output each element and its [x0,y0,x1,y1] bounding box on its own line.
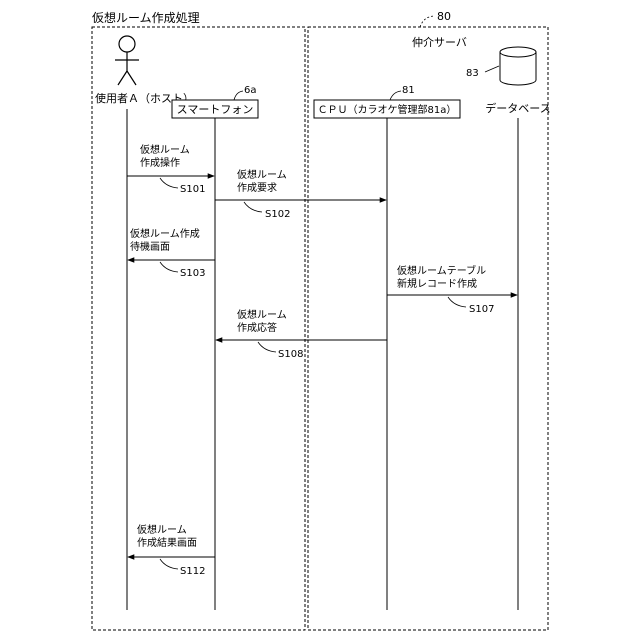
phone-label: スマートフォン [177,103,254,116]
msg-s108-leader [258,342,276,352]
msg-s101-step: S101 [180,184,205,195]
server-label: 仲介サーバ [412,35,467,49]
msg-s103-leader [160,262,178,272]
msg-s112-label: 仮想ルーム 作成結果画面 [137,523,197,549]
server-ref-label: 80 [437,10,451,23]
db-label: データベース [485,101,550,115]
phone-ref-label: 6a [244,85,257,96]
msg-s103-step: S103 [180,268,205,279]
cpu-ref-label: 81 [402,85,415,96]
msg-s112-leader [160,559,178,569]
msg-s101-leader [160,178,178,188]
msg-s107-label: 仮想ルームテーブル 新規レコード作成 [397,264,489,290]
msg-s102-step: S102 [265,209,290,220]
msg-s103-label: 仮想ルーム作成 待機画面 [130,227,203,253]
db-ref-leader [485,66,499,72]
msg-s107-step: S107 [469,304,494,315]
msg-s102-label: 仮想ルーム 作成要求 [237,168,290,194]
msg-s107-leader [448,297,466,307]
msg-s102-leader [244,202,262,212]
cpu-label: ＣＰＵ（カラオケ管理部81a） [318,103,457,116]
database-icon [500,47,536,85]
phone-ref-leader [234,91,243,100]
cpu-ref-leader [390,91,401,100]
diagram-title: 仮想ルーム作成処理 [92,10,200,25]
user-actor-icon [115,36,139,85]
msg-s108-label: 仮想ルーム 作成応答 [237,308,290,334]
db-ref-label: 83 [466,68,479,79]
msg-s108-step: S108 [278,349,303,360]
msg-s112-step: S112 [180,566,205,577]
msg-s101-label: 仮想ルーム 作成操作 [140,143,193,169]
server-ref-leader [420,16,435,27]
